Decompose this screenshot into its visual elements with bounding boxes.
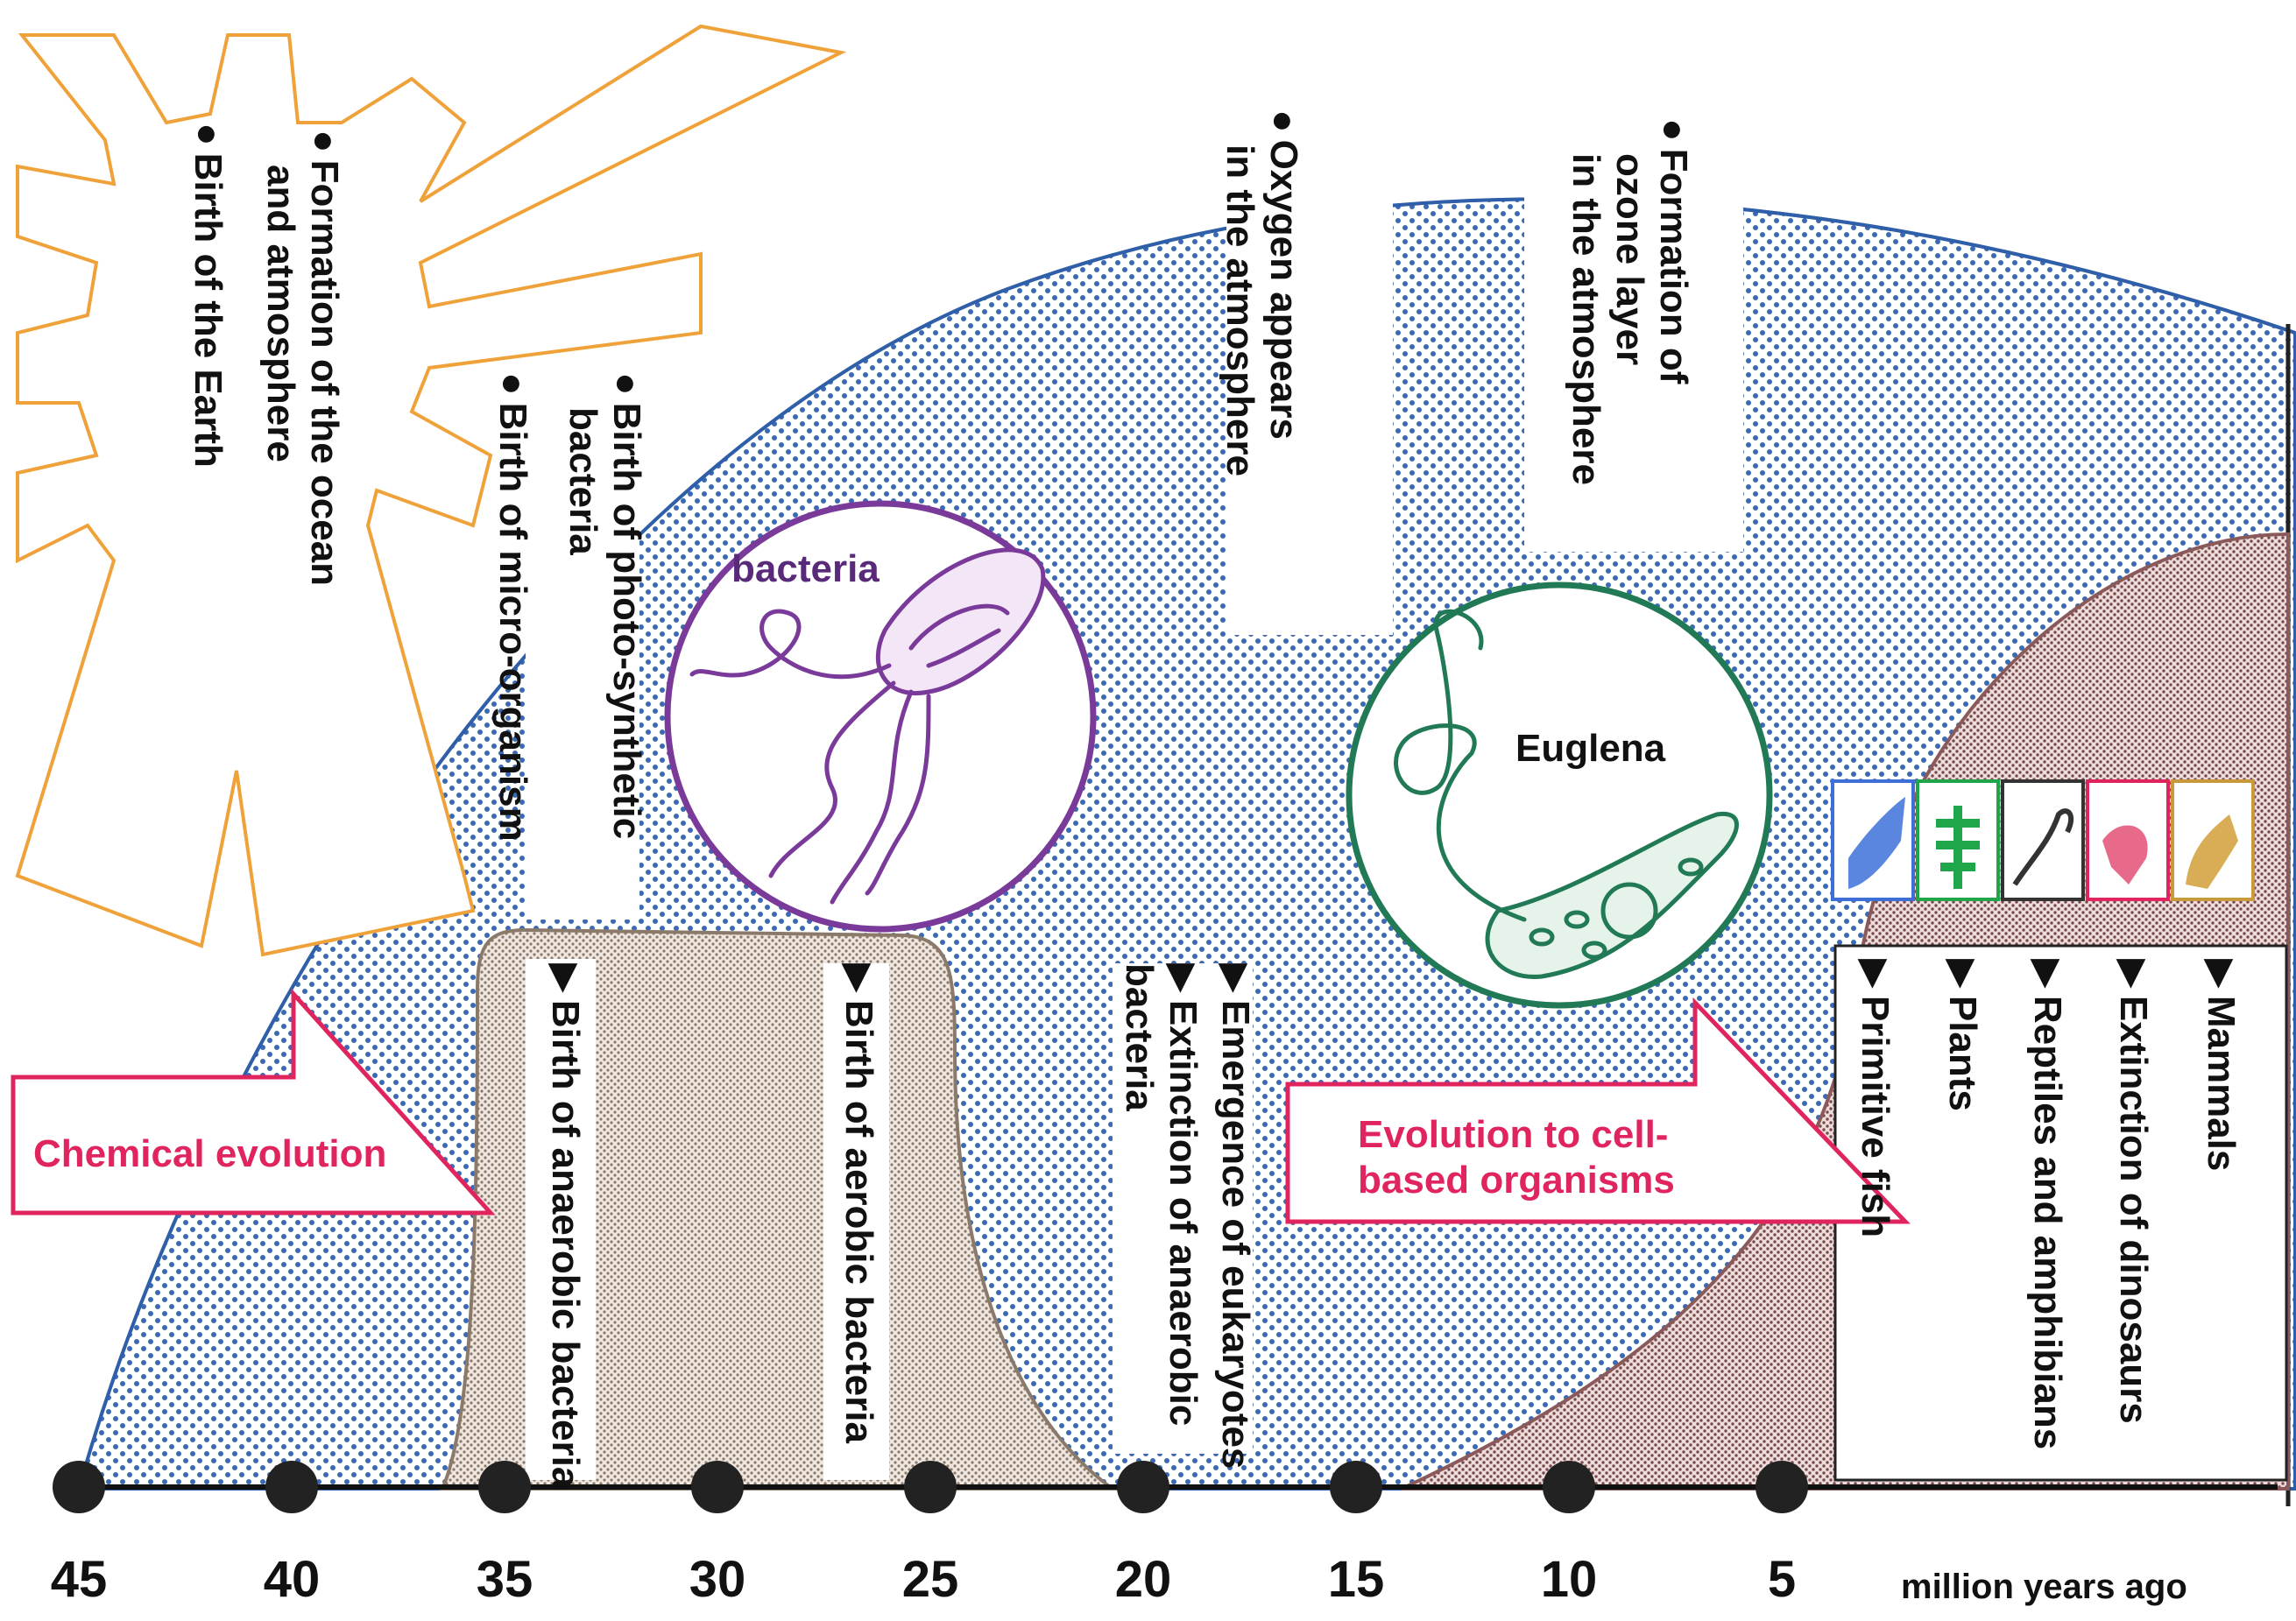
axis-tick-25: 25 (901, 1551, 959, 1608)
dot-marker: ● (605, 372, 648, 396)
bacteria-drawing (689, 547, 1046, 905)
label-mammals: ▶Mammals (2200, 959, 2243, 1172)
label-oxygen: ●Oxygen appears in the atmosphere (1219, 109, 1305, 476)
timeline-dot-20 (1117, 1461, 1169, 1513)
timeline-dot-25 (904, 1461, 957, 1513)
chemical-evolution-text: Chemical evolution (33, 1132, 387, 1175)
label-birth-photosynthetic: ●Birth of photo-synthetic bacteria (562, 372, 648, 840)
label-birth-micro-organism: ●Birth of micro-organism (491, 372, 534, 842)
label-plants: ▶Plants (1941, 959, 1984, 1111)
triangle-marker: ▶ (2200, 959, 2243, 989)
euglena-drawing (1394, 609, 1739, 979)
cell-evolution-text: Evolution to cell- based organisms (1358, 1113, 1675, 1202)
bacteria-label: bacteria (731, 547, 880, 590)
euglena-label: Euglena (1515, 727, 1666, 770)
axis-tick-40: 40 (263, 1551, 321, 1608)
dot-marker: ● (491, 372, 534, 396)
axis-tick-45: 45 (50, 1551, 108, 1608)
triangle-marker: ▶ (1162, 963, 1205, 993)
label-formation-ocean: ●Formation of the ocean and atmosphere (259, 130, 346, 587)
label-ozone: ●Formation of ozone layer in the atmosph… (1565, 118, 1695, 485)
timeline-dot-40 (265, 1461, 318, 1513)
timeline-dots (53, 1461, 1808, 1513)
triangle-marker: ▶ (2112, 959, 2155, 989)
atmosphere-outline (77, 197, 2296, 1490)
sun-shape (15, 24, 847, 957)
label-aerobic-birth: ▶Birth of aerobic bacteria (837, 963, 880, 1443)
label-primitive-fish: ▶Primitive fish (1854, 959, 1897, 1238)
triangle-marker: ▶ (1214, 963, 1257, 993)
axis-tick-20: 20 (1114, 1551, 1172, 1608)
axis-tick-10: 10 (1540, 1551, 1598, 1608)
triangle-marker: ▶ (837, 963, 880, 993)
timeline-dot-10 (1543, 1461, 1595, 1513)
label-anaerobic-birth: ▶Birth of anaerobic bacteria (544, 963, 587, 1489)
triangle-marker: ▶ (544, 963, 587, 993)
dot-marker: ● (187, 123, 230, 146)
triangle-marker: ▶ (2026, 959, 2069, 989)
axis-tick-30: 30 (689, 1551, 746, 1608)
timeline-dot-15 (1330, 1461, 1382, 1513)
label-extinction-anaerobic: ▶Extinction of anaerobic bacteria (1118, 963, 1205, 1427)
axis-unit-label: million years ago (1901, 1568, 2187, 1606)
label-dinosaurs: ▶Extinction of dinosaurs (2112, 959, 2155, 1424)
chemical-evolution-arrow (11, 988, 496, 1216)
organism-icon-row (1831, 779, 2255, 901)
triangle-marker: ▶ (1941, 959, 1984, 989)
label-reptiles: ▶Reptiles and amphibians (2026, 959, 2069, 1450)
timeline-dot-35 (478, 1461, 531, 1513)
timeline-dot-45 (53, 1461, 105, 1513)
axis-tick-15: 15 (1327, 1551, 1385, 1608)
label-birth-of-earth: ●Birth of the Earth (187, 123, 230, 468)
timeline-dot-30 (691, 1461, 744, 1513)
triangle-marker: ▶ (1854, 959, 1897, 989)
dot-marker: ● (303, 130, 346, 153)
bacteria-era-band (439, 927, 1119, 1491)
dot-marker: ● (1262, 109, 1305, 133)
cell-evolution-arrow (1285, 997, 1911, 1224)
timeline-dot-5 (1756, 1461, 1808, 1513)
axis-tick-5: 5 (1767, 1551, 1797, 1608)
axis-tick-35: 35 (476, 1551, 533, 1608)
dot-marker: ● (1652, 118, 1695, 142)
label-eukaryotes: ▶Emergence of eukaryotes (1214, 963, 1257, 1469)
